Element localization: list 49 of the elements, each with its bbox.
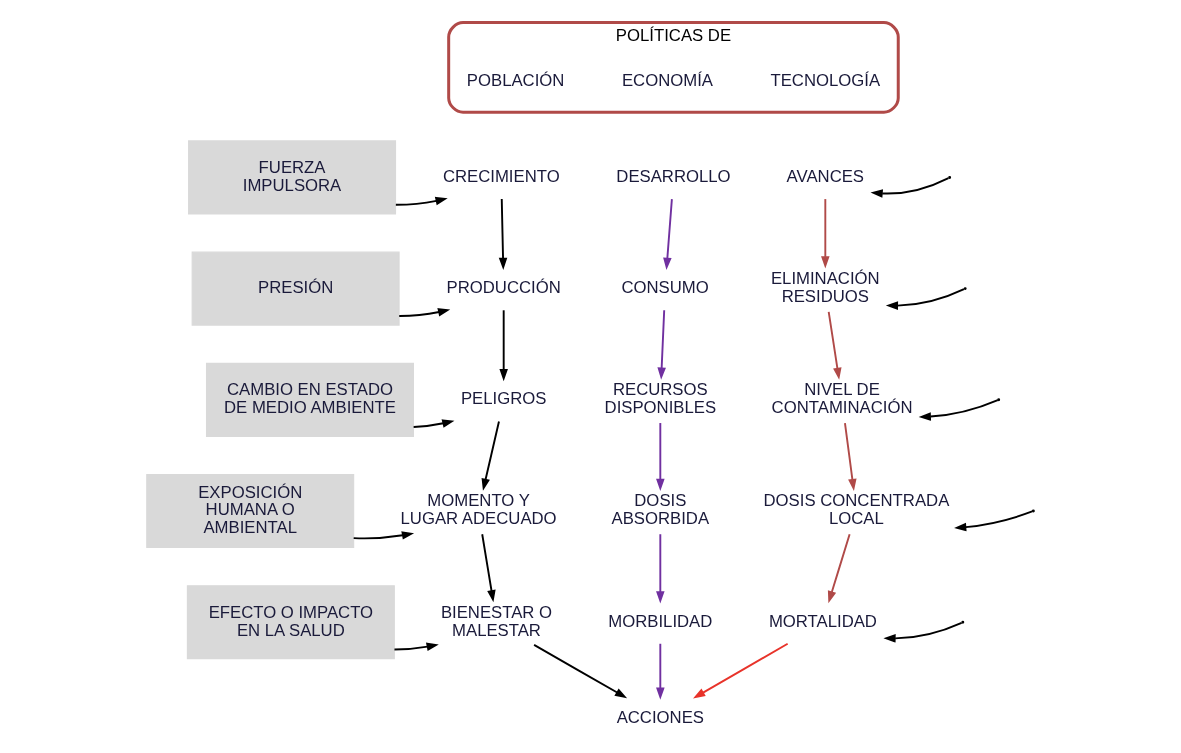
arrow	[656, 642, 665, 700]
node-text: CONSUMO	[621, 278, 709, 298]
node-box: FUERZA IMPULSORA	[188, 140, 397, 215]
node-text: PELIGROS	[460, 389, 547, 409]
node-box: PRESIÓN	[191, 251, 400, 326]
arrow	[885, 288, 965, 310]
node-text: DOSIS CONCENTRADA LOCAL	[763, 491, 950, 529]
arrow	[352, 531, 415, 540]
arrow	[393, 642, 439, 651]
arrow	[533, 644, 628, 699]
arrow	[656, 533, 665, 604]
node-text: NIVEL DE CONTAMINACIÓN	[771, 380, 913, 418]
arrow	[954, 510, 1034, 532]
node-text: MOMENTO Y LUGAR ADECUADO	[400, 491, 557, 529]
arrow	[821, 198, 830, 269]
node-text: DESARROLLO	[616, 166, 731, 186]
arrow	[498, 198, 508, 270]
arrow	[398, 308, 451, 317]
arrow	[656, 422, 665, 492]
arrow	[663, 198, 673, 270]
node-box: CAMBIO EN ESTADO DE MEDIO AMBIENTE	[205, 362, 414, 437]
arrow	[693, 642, 789, 699]
node-text: ACCIONES	[616, 707, 704, 727]
arrow	[412, 419, 455, 428]
node-box: EXPOSICIÓN HUMANA O AMBIENTAL	[146, 473, 355, 549]
node-text: DOSIS ABSORBIDA	[611, 491, 710, 529]
node-text: RECURSOS DISPONIBLES	[604, 380, 717, 418]
arrow	[827, 310, 842, 380]
arrow	[481, 533, 496, 603]
node-text: POBLACIÓN	[466, 70, 565, 90]
node-text: TECNOLOGÍA	[770, 70, 881, 90]
node-text: ECONOMÍA	[621, 70, 713, 90]
node-text: MORBILIDAD	[608, 611, 713, 631]
node-text: BIENESTAR O MALESTAR	[440, 602, 553, 640]
node-text: ELIMINACIÓN RESIDUOS	[770, 269, 880, 307]
node-text: AVANCES	[786, 166, 865, 186]
node-box: EFECTO O IMPACTO EN LA SALUD	[186, 585, 395, 660]
arrow	[657, 309, 666, 380]
arrow	[883, 621, 963, 643]
arrow	[481, 420, 500, 491]
arrow	[827, 533, 851, 604]
arrow	[918, 399, 999, 421]
arrow	[844, 422, 857, 492]
arrow	[394, 196, 448, 206]
node-text: MORTALIDAD	[768, 611, 877, 631]
node-text: CRECIMIENTO	[442, 166, 560, 186]
arrow	[499, 309, 508, 382]
node-text: PRODUCCIÓN	[446, 278, 561, 298]
arrow	[870, 177, 950, 198]
